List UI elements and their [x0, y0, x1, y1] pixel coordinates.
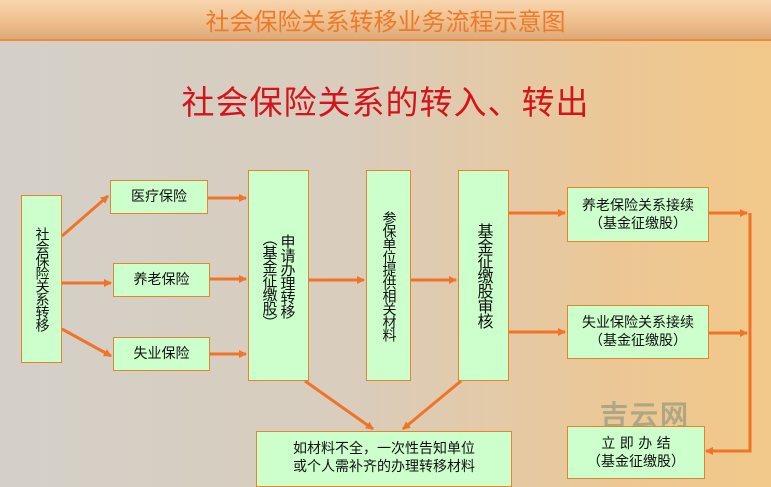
- node-incomplete-materials: 如材料不全，一次性告知单位 或个人需补齐的办理转移材料: [256, 431, 512, 487]
- node-unemployment-insurance: 失业保险: [113, 337, 210, 371]
- node-complete: 立 即 办 结 （基金征缴股）: [567, 426, 705, 479]
- node-materials-label: 参保单位提供相关材料: [380, 210, 397, 341]
- node-apply-label: 申请办理转移: [278, 233, 297, 318]
- node-review-label: 基金征缴股审核: [474, 223, 494, 328]
- arrow-start-to-medical: [61, 194, 109, 238]
- node-fund-review: 基金征缴股审核: [458, 170, 509, 381]
- node-complete-line1: 立 即 办 结: [601, 435, 671, 452]
- node-pension-continue-line1: 养老保险关系接续: [582, 197, 694, 214]
- node-unemployment-continue-line2: （基金征缴股）: [589, 333, 687, 349]
- node-unemployment-continue: 失业保险关系接续 （基金征缴股）: [567, 305, 709, 359]
- node-apply-note: （基金征缴股）: [260, 230, 279, 329]
- arrow-start-to-unemployment: [61, 327, 112, 358]
- node-start-label: 社会保险关系转移: [33, 227, 50, 331]
- node-pension-continue-line2: （基金征缴股）: [589, 215, 687, 232]
- node-apply-transfer: 申请办理转移 （基金征缴股）: [248, 170, 309, 381]
- arrow-review-to-incomplete: [402, 379, 462, 431]
- node-medical-label: 医疗保险: [131, 189, 187, 205]
- diagram-subtitle: 社会保险关系的转入、转出: [181, 83, 590, 122]
- arrow-apply-to-incomplete: [304, 379, 374, 431]
- node-pension-continue: 养老保险关系接续 （基金征缴股）: [567, 187, 709, 242]
- node-start: 社会保险关系转移: [21, 195, 62, 363]
- node-provide-materials: 参保单位提供相关材料: [366, 170, 411, 381]
- node-medical-insurance: 医疗保险: [110, 180, 208, 214]
- header-title: 社会保险关系转移业务流程示意图: [205, 8, 566, 36]
- node-incomplete-line2: 或个人需补齐的办理转移材料: [293, 459, 475, 475]
- node-unemployment-label: 失业保险: [133, 346, 190, 362]
- node-unemployment-continue-line1: 失业保险关系接续: [582, 315, 694, 331]
- node-pension-insurance: 养老保险: [113, 263, 210, 297]
- header-bar: 社会保险关系转移业务流程示意图: [0, 0, 771, 41]
- node-complete-line2: （基金征缴股）: [587, 453, 685, 470]
- node-pension-label: 养老保险: [133, 272, 190, 288]
- arrow-to-complete: [705, 213, 752, 455]
- node-incomplete-line1: 如材料不全，一次性告知单位: [293, 441, 475, 457]
